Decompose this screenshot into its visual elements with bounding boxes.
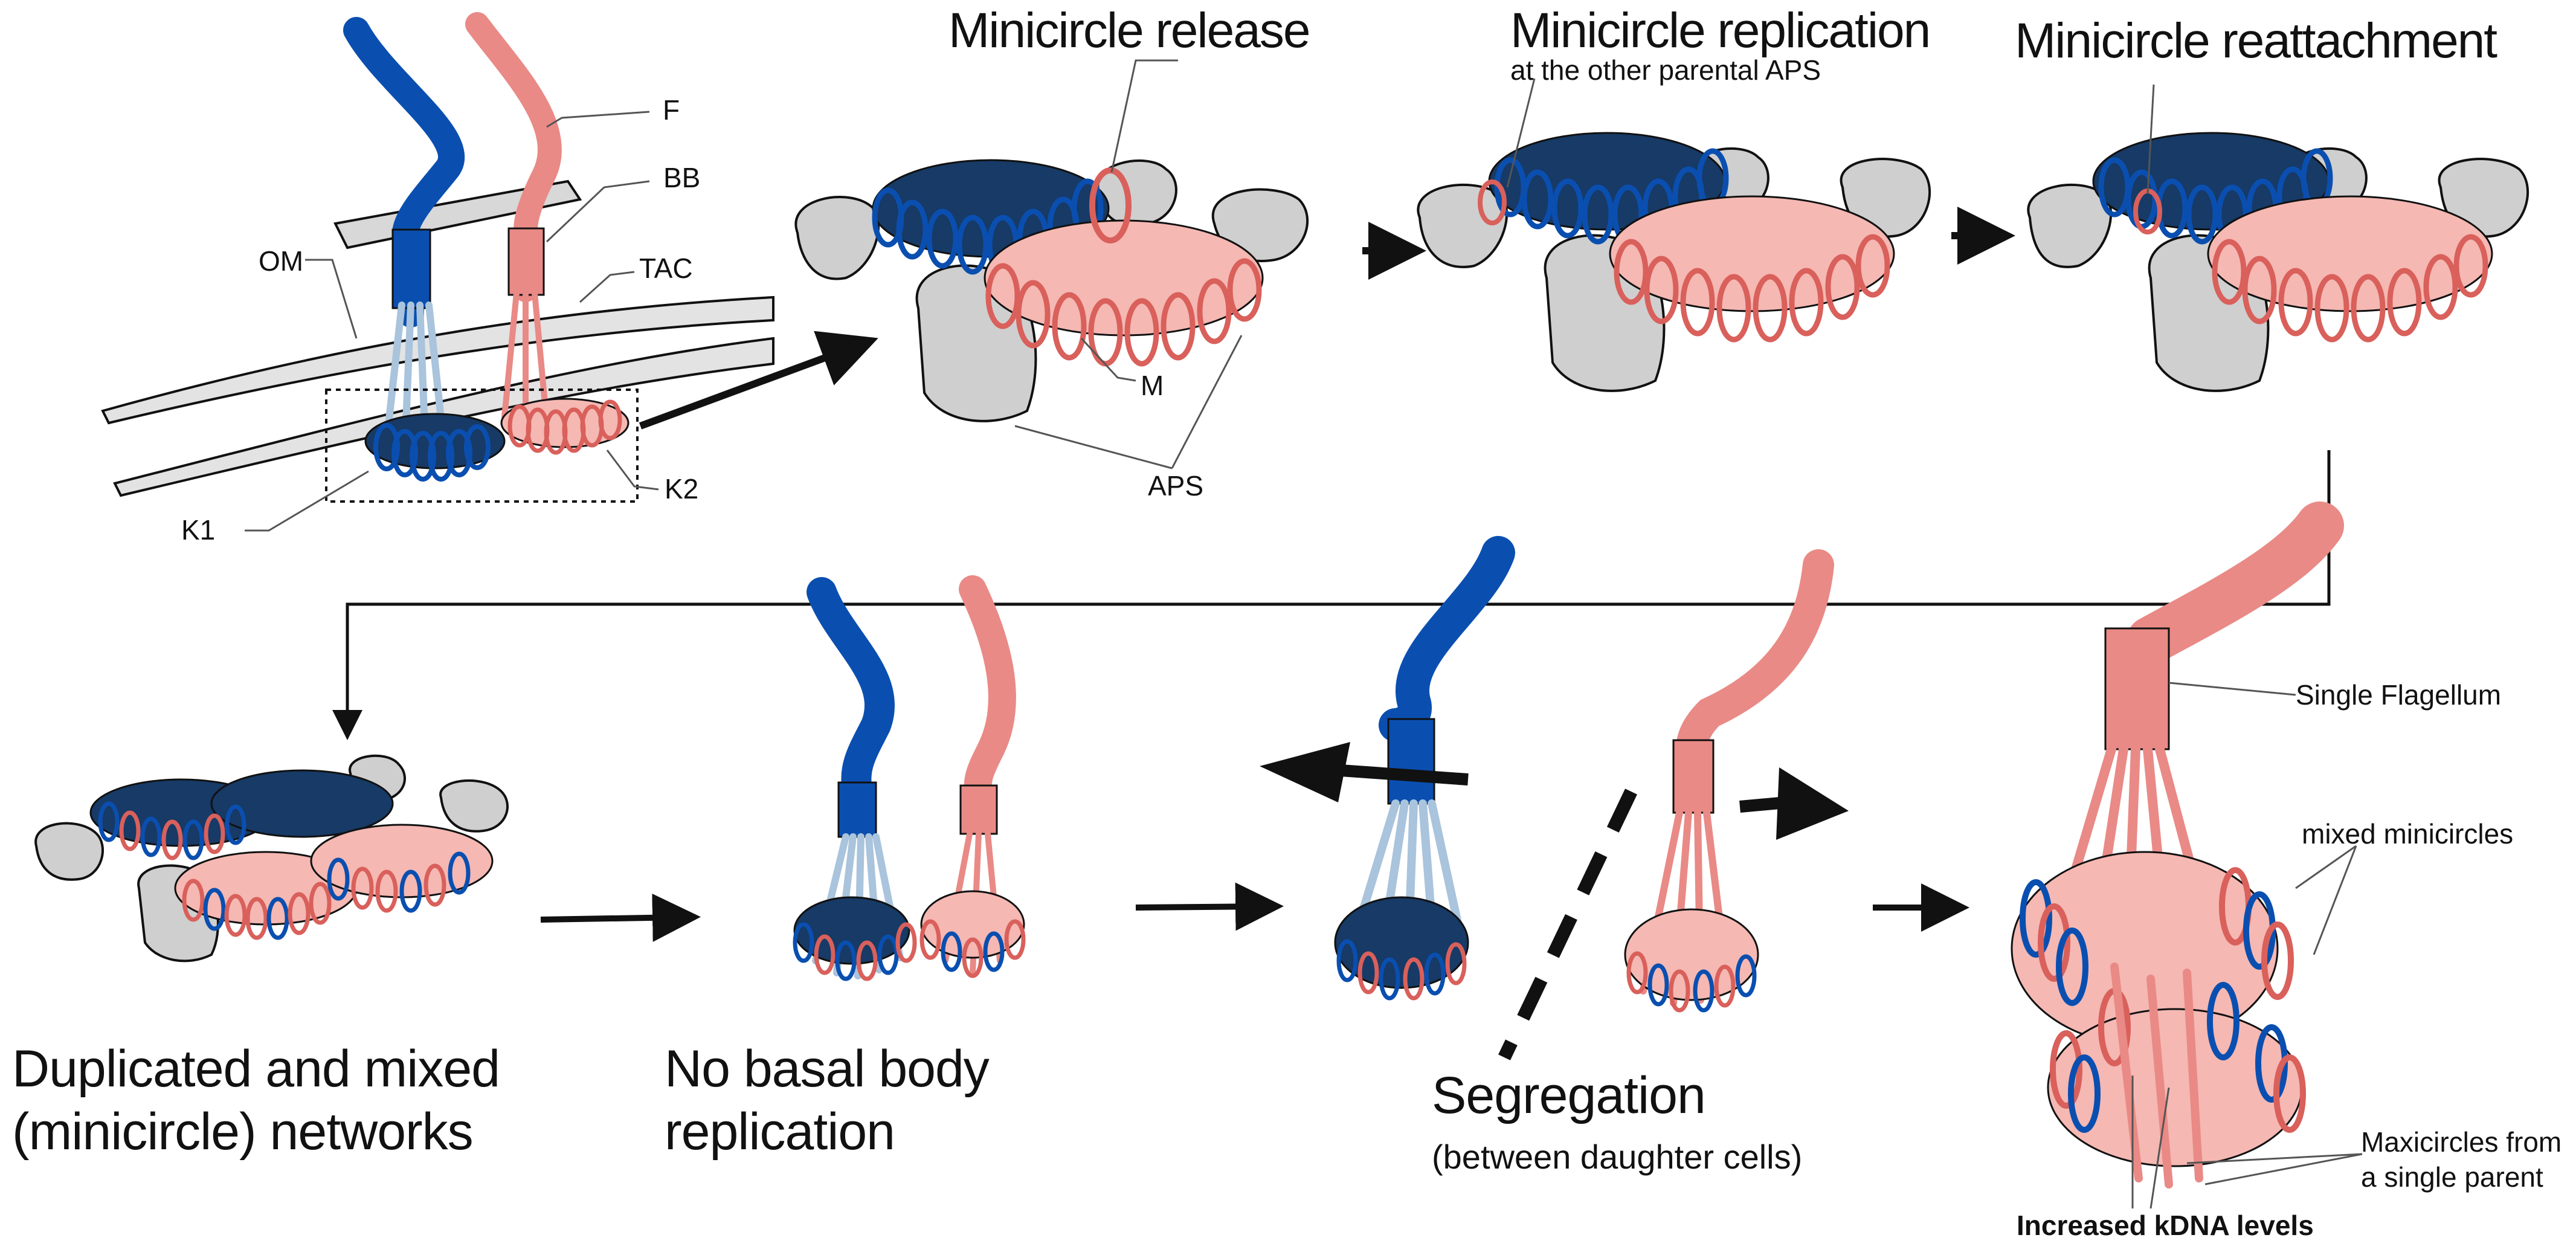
label-increased-kdna: Increased kDNA levels	[2017, 1210, 2314, 1241]
label-tac: TAC	[639, 253, 693, 284]
title-minicircle-replication: Minicircle replication	[1510, 3, 1931, 58]
label-om: OM	[259, 245, 304, 277]
outer-membrane	[101, 295, 774, 425]
panel1-leader-lines	[245, 111, 659, 532]
label-maxicircles-line1: Maxicircles from	[2361, 1126, 2562, 1158]
arrow-to-no-replication	[540, 893, 701, 942]
panel2-leader-lines	[1014, 59, 1243, 469]
zoom-box	[325, 389, 639, 503]
label-bb: BB	[663, 162, 701, 193]
flagellum-pink	[465, 12, 562, 302]
label-k2: K2	[665, 473, 699, 505]
basal-body-pink	[507, 227, 545, 296]
panel-segregation	[1260, 536, 1849, 1060]
kinetoplast-k2	[500, 398, 630, 455]
caption-duplicated-line2: (minicircle) networks	[12, 1103, 474, 1161]
released-minicircle	[1089, 167, 1132, 244]
label-mixed-minicircles: mixed minicircles	[2302, 818, 2514, 850]
segregation-dashed-divider	[1498, 789, 1637, 1060]
subtitle-other-parental-aps: at the other parental APS	[1510, 54, 1821, 86]
segregation-arrow-right	[1776, 767, 1849, 840]
label-f: F	[663, 94, 680, 126]
caption-no-basal-line1: No basal body	[665, 1040, 990, 1098]
flow-connector	[332, 450, 2331, 740]
panel-outcome	[2011, 502, 2363, 1209]
caption-segregation: Segregation	[1432, 1066, 1706, 1124]
subcaption-between-daughter-cells: (between daughter cells)	[1432, 1138, 1803, 1176]
panel-cell-overview	[101, 12, 878, 532]
single-flagellum	[2104, 627, 2170, 750]
caption-no-basal-line2: replication	[665, 1103, 895, 1161]
panel-no-basal-body-replication	[793, 575, 1026, 981]
panel-minicircle-reattachment	[2027, 84, 2529, 392]
arrow-to-release	[639, 331, 878, 430]
panel-minicircle-release	[794, 59, 1309, 469]
network-pink	[984, 219, 1264, 337]
label-m: M	[1141, 370, 1164, 401]
title-minicircle-release: Minicircle release	[948, 3, 1310, 58]
title-minicircle-reattachment: Minicircle reattachment	[2015, 13, 2497, 68]
segregation-arrow-left	[1260, 742, 1350, 802]
basal-body-blue	[391, 228, 431, 309]
panel-minicircle-replication	[1417, 78, 1931, 392]
panel8-leader-lines	[2131, 682, 2363, 1209]
caption-duplicated-line1: Duplicated and mixed	[12, 1040, 500, 1098]
label-single-flagellum: Single Flagellum	[2296, 679, 2502, 711]
label-k1: K1	[181, 514, 216, 546]
arrow-to-segregation	[1135, 882, 1284, 931]
kinetoplast-k1	[364, 413, 506, 482]
label-aps: APS	[1148, 470, 1204, 502]
label-maxicircles-line2: a single parent	[2361, 1161, 2543, 1193]
flagellum-blue	[343, 17, 465, 327]
panel-duplicated-networks	[34, 754, 509, 963]
